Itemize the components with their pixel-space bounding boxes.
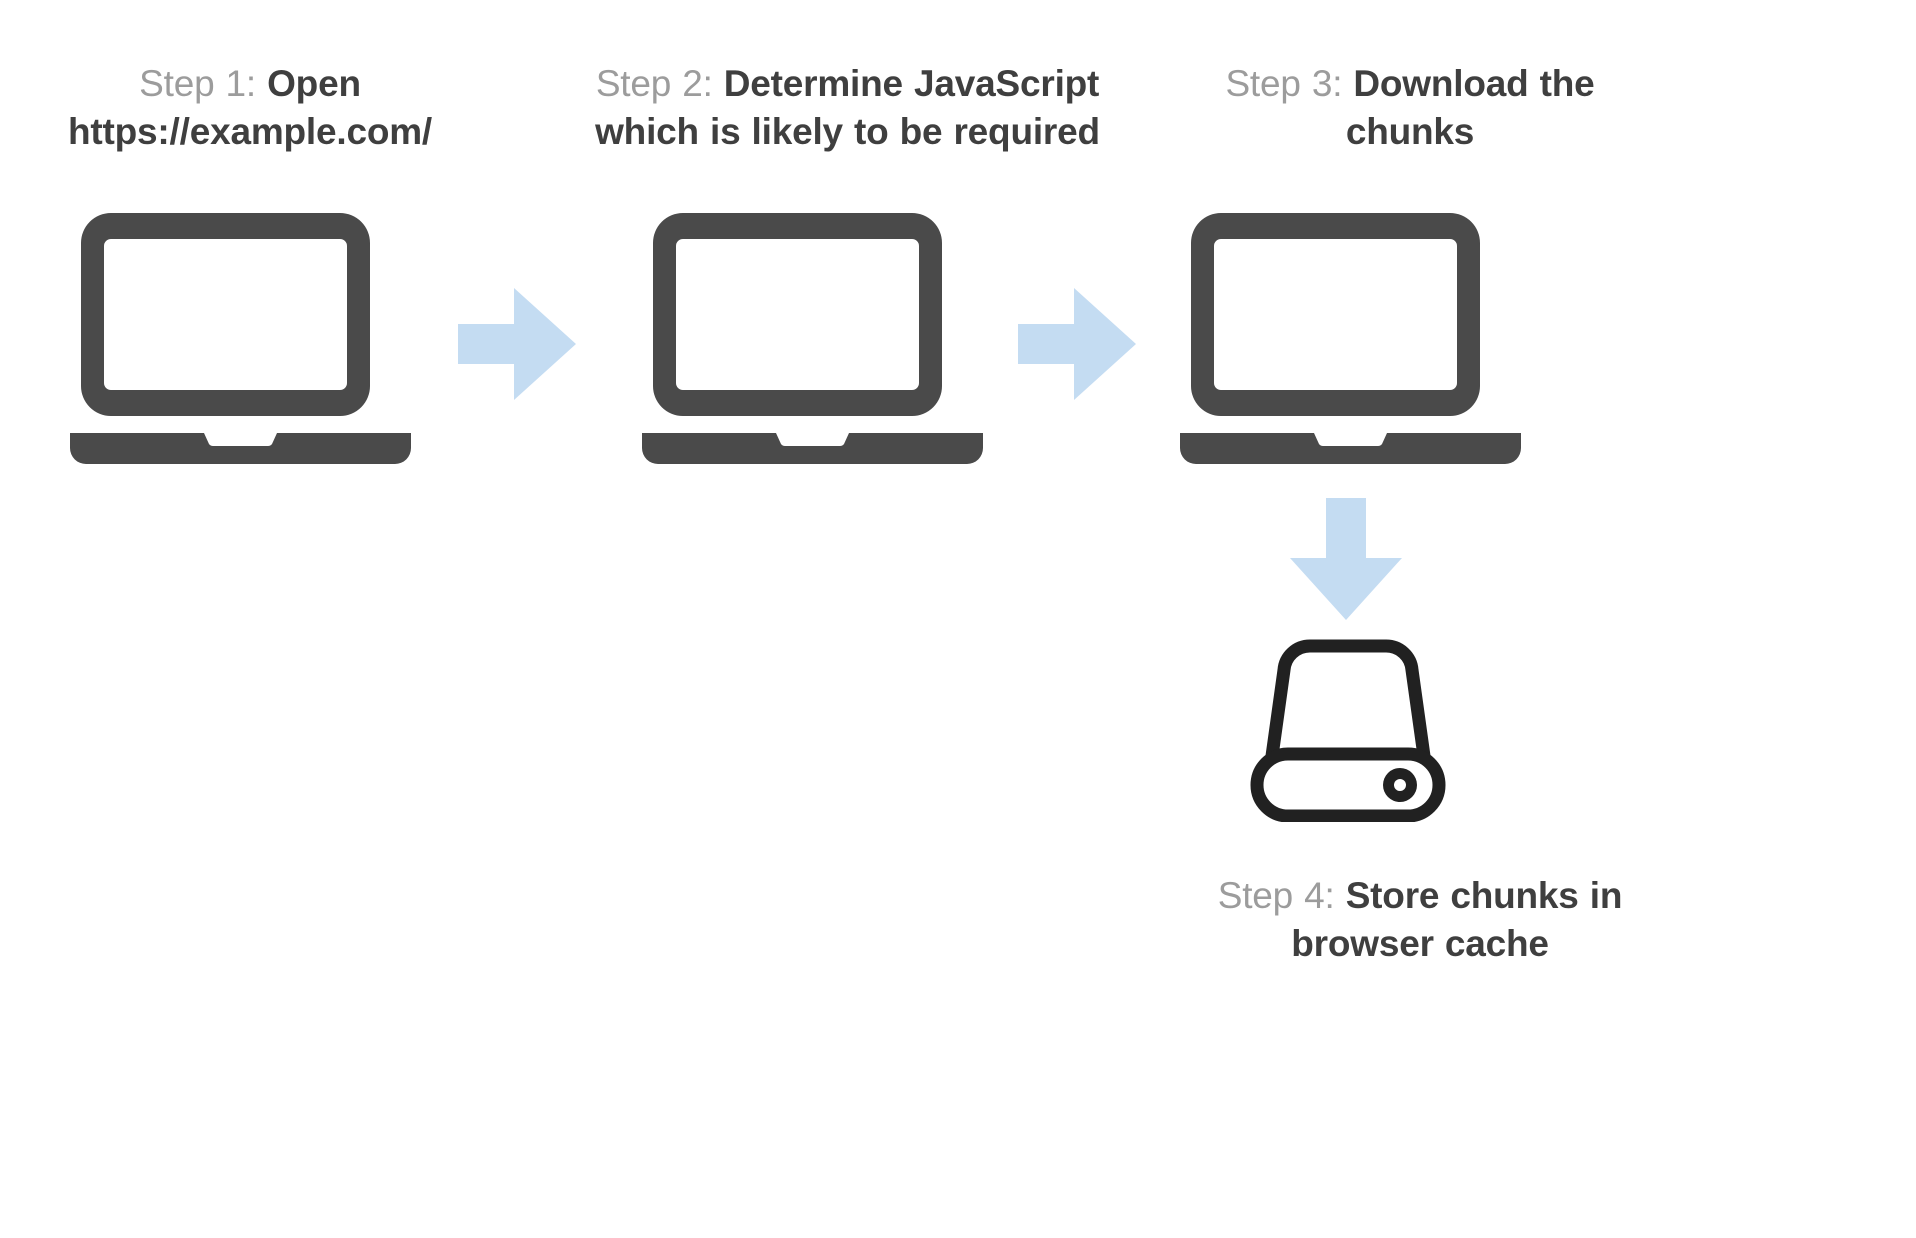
arrow-right-icon (458, 288, 576, 400)
step-2-caption: Step 2: Determine JavaScript which is li… (575, 60, 1120, 156)
step-2-label: Step 2: (595, 63, 713, 104)
step-1-text: Open https://example.com/ (67, 63, 433, 153)
step-3-caption: Step 3: Download the chunks (1175, 60, 1645, 156)
arrow-right-icon (1018, 288, 1136, 400)
laptop-icon (640, 208, 985, 466)
step-3-label: Step 3: (1225, 63, 1343, 104)
step-4-text: Store chunks in browser cache (1291, 875, 1623, 965)
arrow-down-icon (1290, 498, 1402, 620)
step-4-caption: Step 4: Store chunks in browser cache (1185, 872, 1655, 968)
step-1-label: Step 1: (139, 63, 256, 104)
laptop-icon (1178, 208, 1523, 466)
storage-drive-icon (1248, 636, 1448, 822)
laptop-icon (68, 208, 413, 466)
step-1-caption: Step 1: Open https://example.com/ (30, 60, 470, 156)
step-4-label: Step 4: (1217, 875, 1335, 916)
step-2-text: Determine JavaScript which is likely to … (595, 63, 1100, 153)
step-3-text: Download the chunks (1345, 63, 1595, 153)
